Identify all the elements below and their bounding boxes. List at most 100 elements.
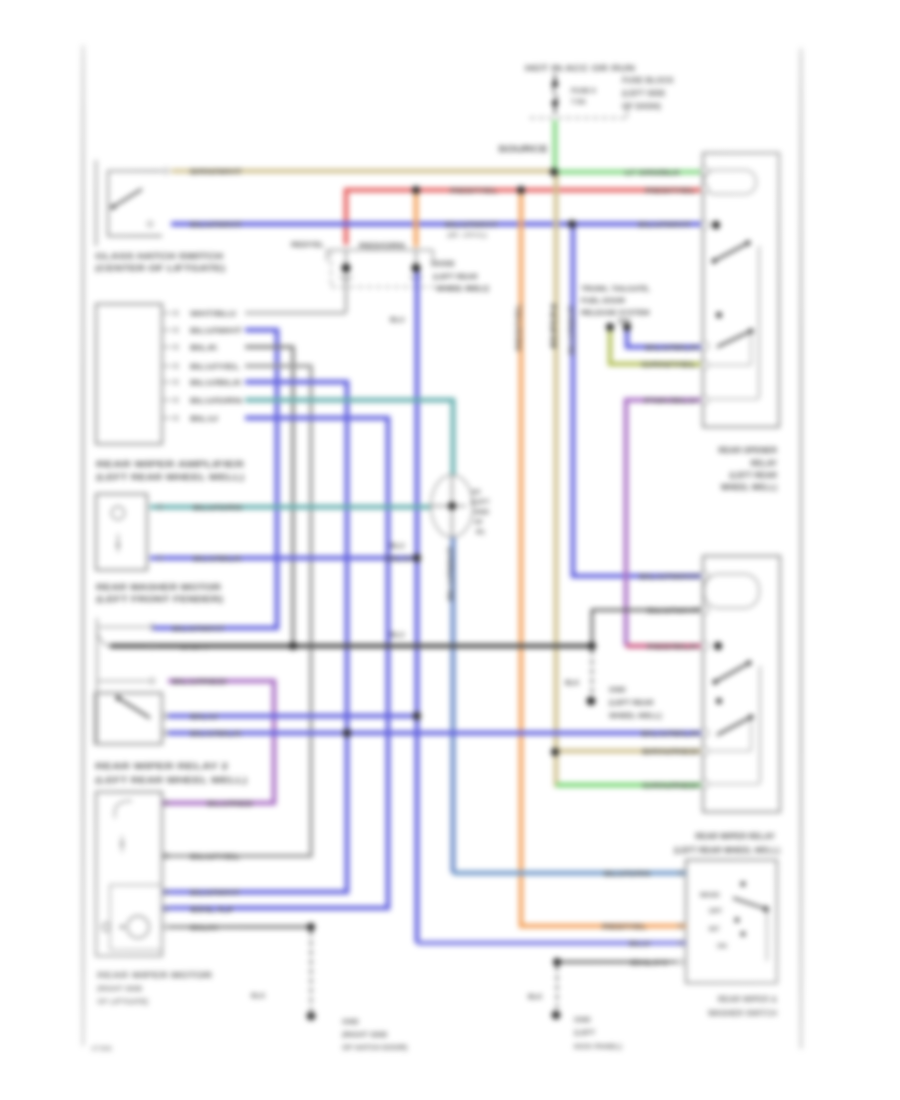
svg-text:REAR WIPER AMPLIFIER: REAR WIPER AMPLIFIER	[96, 460, 244, 469]
svg-text:BLU/RED: BLU/RED	[207, 799, 254, 808]
svg-text:REAR OPENER: REAR OPENER	[718, 446, 777, 455]
svg-text:PNK/BLU: PNK/BLU	[644, 396, 697, 405]
svg-text:BLU: BLU	[390, 317, 404, 324]
svg-text:RELEASE SYSTEM: RELEASE SYSTEM	[581, 308, 649, 317]
svg-text:BLU/WHT: BLU/WHT	[446, 545, 455, 601]
svg-text:BLU/WHT: BLU/WHT	[190, 326, 243, 335]
svg-text:BLU: BLU	[190, 414, 218, 423]
svg-text:BLU: BLU	[390, 632, 404, 639]
svg-text:OFF: OFF	[709, 908, 722, 915]
svg-text:RED/YEL: RED/YEL	[645, 186, 697, 195]
svg-text:WHEEL WELL): WHEEL WELL)	[609, 711, 662, 720]
svg-text:BLK: BLK	[630, 958, 669, 967]
svg-text:BLU/WHT: BLU/WHT	[190, 888, 241, 897]
svg-text:WHT/BLU: WHT/BLU	[190, 309, 236, 318]
svg-text:(LEFT REAR: (LEFT REAR	[729, 471, 777, 480]
svg-text:BLU: BLU	[190, 712, 218, 721]
svg-text:REAR WIPER RELAY: REAR WIPER RELAY	[695, 832, 775, 841]
svg-text:OF: OF	[474, 519, 483, 526]
svg-text:(LEFT REAR WHEEL WELL): (LEFT REAR WHEEL WELL)	[95, 776, 247, 785]
svg-text:(LEFT SIDE: (LEFT SIDE	[622, 89, 666, 98]
svg-text:WHEEL WELL): WHEEL WELL)	[721, 483, 778, 492]
svg-text:BLU/BLK: BLU/BLK	[190, 729, 243, 738]
svg-text:TRUNK, TAILGATE,: TRUNK, TAILGATE,	[581, 284, 650, 293]
svg-text:(LEFT: (LEFT	[471, 499, 489, 506]
svg-text:(E-201): (E-201)	[447, 232, 487, 239]
svg-text:WASHER SWITCH: WASHER SWITCH	[708, 1009, 777, 1018]
svg-text:GRN/RED: GRN/RED	[642, 781, 700, 790]
svg-text:BLU/GRN: BLU/GRN	[190, 396, 242, 405]
svg-text:RED/YEL: RED/YEL	[514, 302, 523, 351]
svg-text:BLU/WHT: BLU/WHT	[647, 606, 701, 615]
svg-text:INT: INT	[709, 926, 720, 933]
svg-text:RED/YEL: RED/YEL	[291, 240, 324, 249]
svg-text:WASH: WASH	[700, 892, 720, 899]
svg-text:7.5A: 7.5A	[571, 99, 586, 106]
svg-text:REAR WIPER RELAY 2: REAR WIPER RELAY 2	[95, 762, 229, 771]
svg-text:(LEFT: (LEFT	[574, 1028, 596, 1037]
svg-text:BLU: BLU	[385, 554, 412, 563]
svg-text:HOT IN ACC OR RUN: HOT IN ACC OR RUN	[525, 64, 635, 73]
svg-text:BLU: BLU	[190, 905, 233, 914]
svg-text:SOURCE: SOURCE	[498, 144, 548, 154]
svg-text:(LEFT REAR WHEEL WELL): (LEFT REAR WHEEL WELL)	[674, 846, 780, 855]
svg-text:BRN/RED: BRN/RED	[642, 747, 700, 756]
svg-text:BLU/BLK: BLU/BLK	[641, 729, 701, 738]
svg-text:FUSE BLOCK: FUSE BLOCK	[622, 76, 674, 85]
svg-text:GLASS HATCH SWITCH: GLASS HATCH SWITCH	[95, 252, 223, 261]
svg-text:(LEFT FRONT FENDER): (LEFT FRONT FENDER)	[96, 595, 223, 604]
svg-text:WHEEL WELL): WHEEL WELL)	[436, 284, 489, 293]
svg-text:SIDE: SIDE	[474, 509, 490, 516]
svg-text:(LEFT REAR: (LEFT REAR	[433, 272, 478, 281]
svg-text:BRN: BRN	[549, 303, 558, 349]
svg-text:BLU/BLK: BLU/BLK	[190, 378, 243, 387]
svg-text:RED/YEL: RED/YEL	[450, 186, 499, 195]
svg-text:(LEFT REAR: (LEFT REAR	[609, 698, 654, 707]
svg-text:BLU/YEL: BLU/YEL	[190, 852, 241, 861]
svg-text:DIODE: DIODE	[431, 259, 455, 268]
svg-text:RED/BLK: RED/BLK	[647, 642, 699, 651]
svg-text:BLK: BLK	[180, 642, 209, 651]
svg-text:BLU/YEL: BLU/YEL	[190, 362, 241, 371]
svg-text:(RIGHT SIDE: (RIGHT SIDE	[97, 984, 142, 993]
svg-text:ON: ON	[717, 943, 727, 950]
svg-text:BLU/WHT: BLU/WHT	[638, 220, 692, 229]
svg-text:GND: GND	[574, 1015, 591, 1024]
svg-text:REAR WASHER MOTOR: REAR WASHER MOTOR	[96, 583, 221, 592]
svg-text:FUEL DOOR: FUEL DOOR	[581, 296, 626, 305]
svg-text:BLU: BLU	[390, 543, 404, 550]
svg-text:RED/YEL: RED/YEL	[602, 922, 648, 931]
svg-text:GND: GND	[342, 1017, 359, 1026]
svg-text:IP): IP)	[476, 529, 484, 536]
svg-text:BLU/GRN: BLU/GRN	[604, 869, 650, 878]
svg-text:J/C: J/C	[471, 489, 481, 496]
svg-text:BLU/WHT: BLU/WHT	[639, 572, 701, 581]
svg-text:OF DASH): OF DASH)	[622, 102, 661, 111]
svg-text:BLU/BLK: BLU/BLK	[193, 554, 243, 563]
svg-text:REAR WIPER &: REAR WIPER &	[718, 995, 777, 1004]
svg-text:BLU/WHT: BLU/WHT	[172, 624, 226, 633]
svg-text:(RIGHT SIDE: (RIGHT SIDE	[342, 1030, 387, 1039]
svg-text:GND: GND	[609, 685, 626, 694]
svg-text:(I/P): (I/P)	[618, 318, 630, 325]
svg-text:BRN/WHT: BRN/WHT	[190, 167, 243, 176]
svg-text:(CENTER OF LIFTGATE): (CENTER OF LIFTGATE)	[95, 264, 225, 273]
svg-text:REAR WIPER MOTOR: REAR WIPER MOTOR	[97, 971, 212, 980]
svg-text:BLK: BLK	[251, 993, 265, 1000]
svg-text:LT GRN/BLK: LT GRN/BLK	[625, 168, 681, 177]
svg-text:(LEFT REAR WHEEL WELL): (LEFT REAR WHEEL WELL)	[96, 473, 244, 482]
svg-text:OF LIFTGATE): OF LIFTGATE)	[97, 997, 149, 1006]
svg-text:BLU/RED: BLU/RED	[172, 677, 228, 686]
svg-text:RELAY: RELAY	[751, 459, 778, 468]
svg-text:47366: 47366	[91, 1044, 112, 1053]
svg-text:RED/ORN: RED/ORN	[359, 241, 405, 250]
svg-text:BLU/WHT: BLU/WHT	[190, 220, 243, 229]
svg-text:FUSE 9: FUSE 9	[571, 88, 596, 95]
svg-text:BLU/GRN: BLU/GRN	[193, 503, 242, 512]
svg-text:OF HATCH DOOR): OF HATCH DOOR)	[342, 1043, 408, 1052]
svg-text:BLK: BLK	[528, 994, 542, 1001]
svg-text:BLK: BLK	[190, 923, 219, 932]
svg-text:BLU/WHT: BLU/WHT	[445, 220, 499, 229]
svg-text:KICK PANEL): KICK PANEL)	[574, 1042, 622, 1051]
svg-text:BLK: BLK	[565, 680, 579, 687]
